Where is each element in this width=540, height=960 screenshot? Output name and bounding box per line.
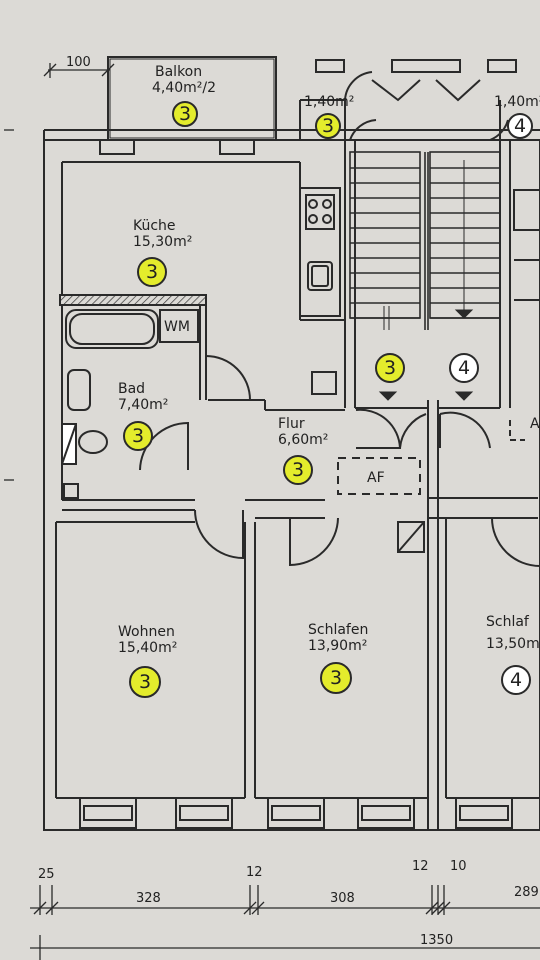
badge-stair-right: 4 xyxy=(449,353,479,383)
svg-text:3: 3 xyxy=(146,261,158,283)
room-name-schlafen-neighbor: Schlaf xyxy=(486,614,530,630)
room-area-landing-right: 1,40m² xyxy=(494,94,540,110)
room-area-bad: 7,40m² xyxy=(118,397,168,413)
dimension-lines xyxy=(4,63,540,960)
stair-arrows xyxy=(378,160,474,401)
room-name-flur: Flur xyxy=(278,416,305,432)
edge-letter: A xyxy=(530,416,540,432)
dim-segment-25: 25 xyxy=(38,867,55,882)
room-area-kueche: 15,30m² xyxy=(133,234,192,250)
svg-text:3: 3 xyxy=(139,671,151,693)
room-area-schlafen: 13,90m² xyxy=(308,638,367,654)
room-area-balkon: 4,40m²/2 xyxy=(152,80,216,96)
svg-text:3: 3 xyxy=(292,459,304,481)
dim-segment-12b: 12 xyxy=(412,859,429,874)
room-name-kueche: Küche xyxy=(133,218,176,234)
room-area-schlafen-neighbor: 13,50m xyxy=(486,636,540,652)
svg-text:3: 3 xyxy=(384,357,396,379)
room-area-landing-left: 1,40m² xyxy=(304,94,354,110)
badge-kueche: 3 xyxy=(137,257,167,287)
badge-bad: 3 xyxy=(123,421,153,451)
badge-wohnen: 3 xyxy=(129,666,161,698)
svg-text:4: 4 xyxy=(510,669,522,691)
dim-total: 1350 xyxy=(420,933,453,948)
dim-balcony-offset: 100 xyxy=(66,55,91,70)
badge-landing-right: 4 xyxy=(507,113,533,139)
room-area-wohnen: 15,40m² xyxy=(118,640,177,656)
dimension-labels: 100 25 328 12 308 12 10 289 1350 xyxy=(38,55,539,948)
dim-segment-10: 10 xyxy=(450,859,467,874)
badge-flur: 3 xyxy=(283,455,313,485)
svg-text:3: 3 xyxy=(322,115,334,137)
stair-steps xyxy=(350,167,500,319)
af-label: AF xyxy=(367,470,385,486)
room-name-balkon: Balkon xyxy=(155,64,202,80)
dim-segment-308: 308 xyxy=(330,891,355,906)
room-name-wohnen: Wohnen xyxy=(118,624,175,640)
svg-text:4: 4 xyxy=(458,357,470,379)
svg-text:4: 4 xyxy=(514,115,526,137)
room-name-schlafen: Schlafen xyxy=(308,622,368,638)
dim-segment-289: 289 xyxy=(514,885,539,900)
svg-text:3: 3 xyxy=(132,425,144,447)
badge-stair-left: 3 xyxy=(375,353,405,383)
room-labels: Balkon 4,40m²/2 1,40m² 1,40m² Küche 15,3… xyxy=(118,64,540,656)
badge-schlafen-neighbor: 4 xyxy=(501,665,531,695)
bottom-windows xyxy=(79,797,513,829)
room-area-flur: 6,60m² xyxy=(278,432,328,448)
badge-balkon: 3 xyxy=(172,101,198,127)
wm-label: WM xyxy=(164,319,190,335)
svg-text:3: 3 xyxy=(179,103,191,125)
svg-text:3: 3 xyxy=(330,667,342,689)
apartment-badges: 3 3 4 3 3 3 4 3 3 3 4 xyxy=(123,101,533,698)
dim-segment-12a: 12 xyxy=(246,865,263,880)
badge-schlafen: 3 xyxy=(320,662,352,694)
badge-landing-left: 3 xyxy=(315,113,341,139)
room-name-bad: Bad xyxy=(118,381,145,397)
dim-segment-328: 328 xyxy=(136,891,161,906)
